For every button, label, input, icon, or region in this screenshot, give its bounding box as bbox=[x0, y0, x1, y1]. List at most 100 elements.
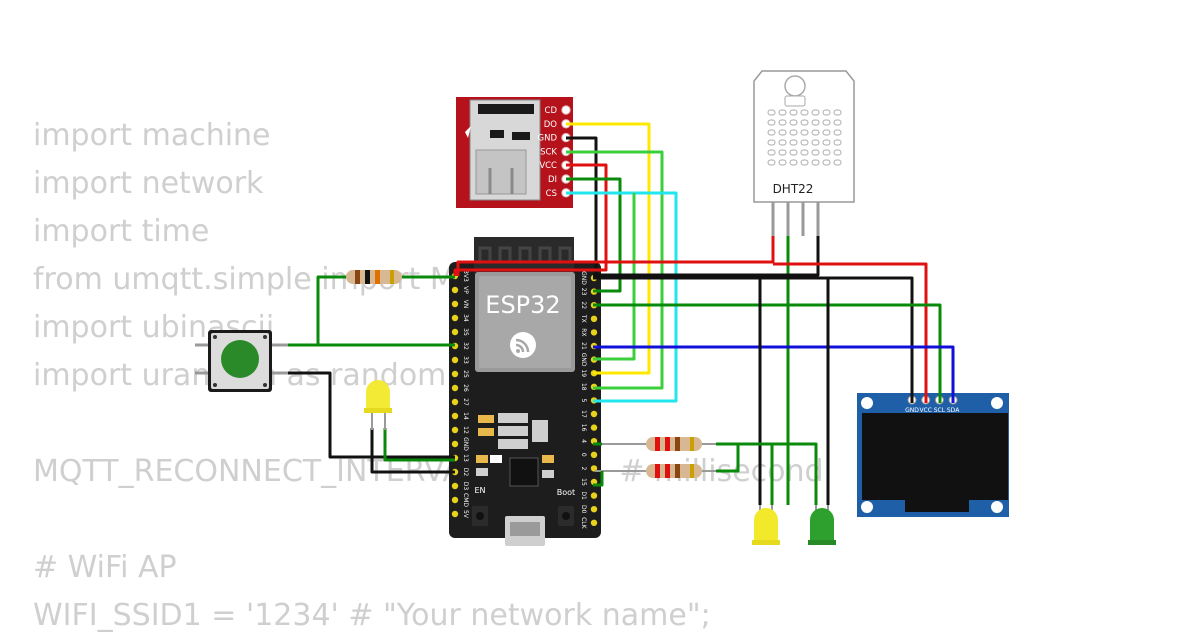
esp32-pin[interactable] bbox=[451, 370, 459, 378]
esp32-pin-label: VP bbox=[462, 286, 469, 294]
esp32-pin[interactable] bbox=[590, 315, 598, 322]
esp32-pin[interactable] bbox=[451, 328, 459, 336]
espressif-logo bbox=[510, 332, 536, 358]
sd-pin[interactable] bbox=[561, 105, 571, 115]
resistor-led-green bbox=[595, 464, 716, 478]
esp32-pin[interactable] bbox=[590, 410, 598, 418]
esp32-pin[interactable] bbox=[451, 440, 459, 448]
esp32-pin-label: 23 bbox=[580, 288, 587, 296]
esp32-pin-label: 12 bbox=[462, 426, 469, 434]
esp32-pin[interactable] bbox=[590, 465, 598, 472]
code-line: import ubinascii bbox=[33, 310, 275, 345]
wire-sd-gnd bbox=[566, 136, 598, 278]
esp32-pin-label: 4 bbox=[580, 439, 587, 443]
esp32-pin-label: D2 bbox=[462, 468, 469, 477]
code-line: import time bbox=[33, 214, 210, 249]
esp32-pin-label: 19 bbox=[580, 369, 587, 377]
esp32-pin-label: GND bbox=[580, 271, 587, 285]
wire-oled-scl bbox=[593, 303, 942, 403]
wire-sd-do bbox=[566, 122, 651, 375]
push-button[interactable] bbox=[195, 330, 288, 392]
sd-pin-label: CS bbox=[546, 189, 557, 199]
esp32-pin[interactable] bbox=[590, 492, 598, 499]
wire-led-left-cathode bbox=[370, 428, 455, 474]
esp32-pin-label: 22 bbox=[580, 301, 587, 309]
wire-sd-di bbox=[566, 177, 622, 293]
esp32-pin[interactable] bbox=[451, 482, 459, 490]
esp32-pin[interactable] bbox=[451, 300, 459, 308]
wire-r2-led-green bbox=[716, 442, 818, 505]
esp32-pin-label: CLK bbox=[580, 517, 587, 530]
wire-dht-vcc bbox=[456, 236, 775, 276]
esp32-pin[interactable] bbox=[590, 519, 598, 526]
esp32-pin-label: 13 bbox=[462, 454, 469, 462]
wire-r1-led-yellow bbox=[716, 442, 774, 505]
esp32-pin[interactable] bbox=[590, 506, 598, 513]
esp32-pin-label: VN bbox=[462, 300, 469, 309]
wire-led-left-anode bbox=[383, 428, 455, 462]
led-yellow[interactable] bbox=[752, 505, 780, 545]
wires bbox=[288, 122, 955, 505]
wire-oled-vcc bbox=[773, 262, 928, 403]
esp32-pin-label: 17 bbox=[580, 410, 587, 418]
esp32-pin-label: 33 bbox=[462, 356, 469, 364]
led-green[interactable] bbox=[808, 505, 836, 545]
esp32-pin[interactable] bbox=[451, 412, 459, 420]
wire-button-pullup bbox=[288, 275, 346, 347]
led-yellow-left[interactable] bbox=[364, 380, 392, 430]
esp32-pin-label: 15 bbox=[580, 478, 587, 486]
esp32-pin[interactable] bbox=[451, 314, 459, 322]
esp32-board[interactable]: ESP32 EN Boot 3V3VPVN343532332526271412G… bbox=[449, 237, 601, 546]
esp32-pin-label: 2 bbox=[580, 466, 587, 470]
esp32-pin[interactable] bbox=[451, 286, 459, 294]
wire-oled-sda bbox=[593, 345, 955, 403]
esp32-pin[interactable] bbox=[451, 496, 459, 504]
wire-gpio-to-r2 bbox=[593, 471, 604, 487]
wire-oled-gnd bbox=[593, 276, 914, 403]
resistor-led-yellow bbox=[595, 437, 716, 451]
oled-pin-label: SCL bbox=[934, 407, 946, 414]
esp32-pin-label: 3V3 bbox=[462, 270, 469, 282]
dht22-sensor[interactable]: DHT22 bbox=[753, 70, 855, 236]
sd-pin-label: DO bbox=[544, 120, 558, 130]
oled-screen bbox=[862, 413, 1008, 500]
wire-sd-sck bbox=[566, 150, 664, 390]
boot-button-label: Boot bbox=[557, 488, 575, 497]
wire-dht-gnd bbox=[593, 236, 820, 277]
oled-pin-label: SDA bbox=[947, 407, 960, 414]
esp32-pin[interactable] bbox=[590, 329, 598, 336]
push-button-cap[interactable] bbox=[221, 340, 259, 378]
esp32-pin[interactable] bbox=[451, 356, 459, 364]
esp32-pin-label: 16 bbox=[580, 424, 587, 432]
esp32-pin-label: D1 bbox=[580, 491, 587, 500]
esp32-pin[interactable] bbox=[590, 451, 598, 458]
wire-sd-vcc bbox=[453, 163, 608, 276]
esp32-pin[interactable] bbox=[451, 510, 459, 518]
esp32-pin-label: CMD bbox=[462, 493, 469, 507]
esp32-pin-label: 5V bbox=[462, 510, 469, 519]
esp32-pin-label: 32 bbox=[462, 342, 469, 350]
code-line: import network bbox=[33, 166, 264, 201]
esp32-pin[interactable] bbox=[451, 384, 459, 392]
dht22-label: DHT22 bbox=[773, 182, 814, 196]
esp32-pin[interactable] bbox=[451, 426, 459, 434]
esp32-pin[interactable] bbox=[590, 424, 598, 431]
sd-pin-label: SCK bbox=[540, 147, 557, 157]
oled-pin-label: VCC bbox=[919, 407, 931, 414]
esp32-pin-label: 25 bbox=[462, 370, 469, 378]
esp32-pin-label: D3 bbox=[462, 482, 469, 491]
code-line: WIFI_SSID1 = '1234' # "Your network name… bbox=[33, 598, 711, 633]
code-line: import machine bbox=[33, 118, 271, 153]
esp32-pin-label: 14 bbox=[462, 412, 469, 420]
esp32-pin-label: 26 bbox=[462, 384, 469, 392]
sd-pin-label: VCC bbox=[539, 161, 557, 171]
esp32-pin-label: RX bbox=[580, 328, 587, 336]
esp32-pin[interactable] bbox=[451, 398, 459, 406]
en-button-label: EN bbox=[474, 486, 485, 495]
esp32-pin-label: D0 bbox=[580, 505, 587, 514]
esp32-pin-label: 34 bbox=[462, 314, 469, 322]
sd-pin-label: CD bbox=[545, 106, 558, 116]
